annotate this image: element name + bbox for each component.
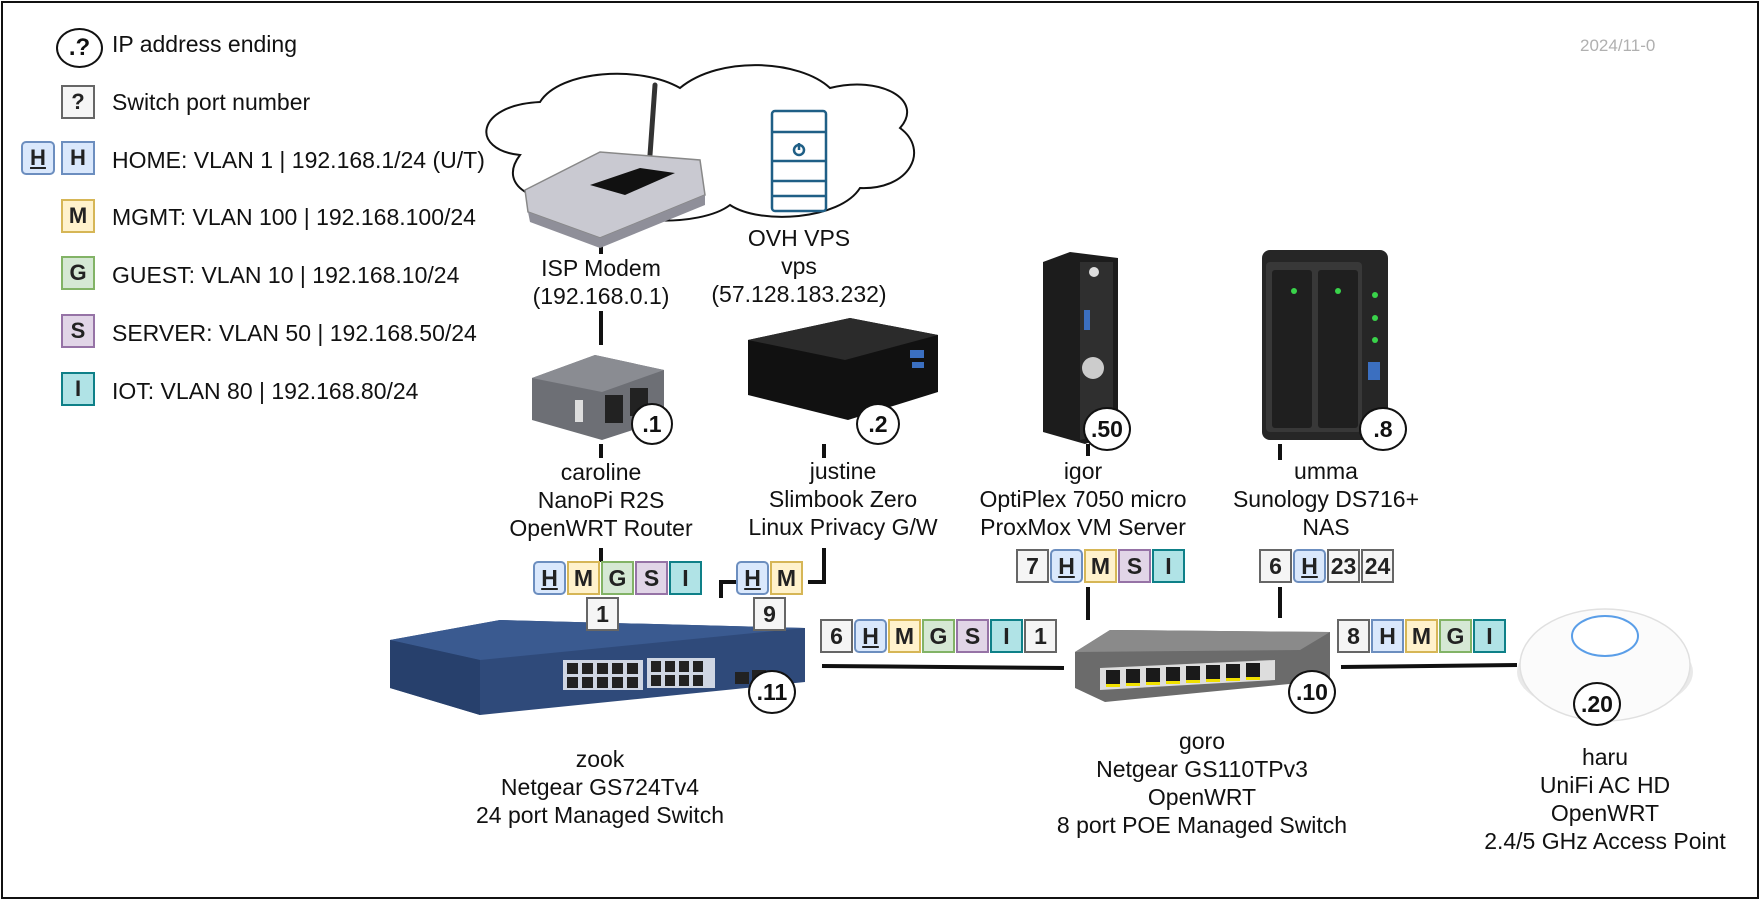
caroline-ip-badge: .1 <box>631 403 673 445</box>
zook-label: zook Netgear GS724Tv4 24 port Managed Sw… <box>475 746 725 828</box>
umma-port-23: 23 <box>1327 549 1360 583</box>
caroline-vlan-guest: G <box>601 561 634 595</box>
legend-home-tagged-symbol: H <box>21 141 55 175</box>
haru-device <box>1517 608 1693 722</box>
legend-port-text: Switch port number <box>112 89 311 115</box>
link-zook-goro <box>821 664 1065 670</box>
legend-iot-symbol: I <box>61 372 95 406</box>
legend-home-text: HOME: VLAN 1 | 192.168.1/24 (U/T) <box>112 147 485 173</box>
legend-guest-symbol: G <box>61 256 95 290</box>
legend-ip-symbol: .? <box>56 28 103 68</box>
umma-port-24: 24 <box>1361 549 1394 583</box>
zook-port-justine: 9 <box>753 597 786 631</box>
justine-label: justine Slimbook Zero Linux Privacy G/W <box>748 458 938 540</box>
umma-device <box>1262 250 1388 440</box>
goro-port-haru: 8 <box>1337 619 1370 653</box>
isp-modem-label: ISP Modem (192.168.0.1) <box>532 255 670 309</box>
legend-guest-text: GUEST: VLAN 10 | 192.168.10/24 <box>112 262 460 288</box>
zook-goro-vlan-guest: G <box>922 619 955 653</box>
diagram-date: 2024/11-0 <box>1580 36 1656 55</box>
haru-vlan-iot: I <box>1473 619 1506 653</box>
umma-ip-badge: .8 <box>1359 407 1407 451</box>
isp-modem-device <box>524 82 706 248</box>
goro-port-igor: 7 <box>1016 549 1049 583</box>
caroline-label: caroline NanoPi R2S OpenWRT Router <box>509 459 693 541</box>
caroline-vlan-mgmt: M <box>567 561 600 595</box>
igor-vlan-iot: I <box>1152 549 1185 583</box>
haru-vlan-home: H <box>1371 619 1404 653</box>
zook-goro-vlan-home-tagged: H <box>854 619 887 653</box>
igor-vlan-server: S <box>1118 549 1151 583</box>
goro-port-umma: 6 <box>1259 549 1292 583</box>
umma-label: umma Sunology DS716+ NAS <box>1232 458 1420 540</box>
igor-label: igor OptiPlex 7050 micro ProxMox VM Serv… <box>979 458 1187 540</box>
justine-ip-badge: .2 <box>856 403 900 445</box>
zook-port-caroline: 1 <box>586 597 619 631</box>
justine-vlan-home-tagged: H <box>736 561 769 595</box>
haru-vlan-mgmt: M <box>1405 619 1438 653</box>
zook-ip-badge: .11 <box>748 670 796 714</box>
link-justine-zook-left <box>719 580 737 598</box>
link-goro-haru <box>1340 663 1518 669</box>
link-justine-zook <box>808 548 826 584</box>
goro-ip-badge: .10 <box>1288 670 1336 714</box>
zook-goro-vlan-iot: I <box>990 619 1023 653</box>
zook-goro-port-right: 1 <box>1024 619 1057 653</box>
legend-port-symbol: ? <box>61 85 95 119</box>
justine-device <box>748 318 938 420</box>
caroline-vlan-home-tagged: H <box>533 561 566 595</box>
legend-mgmt-symbol: M <box>61 199 95 233</box>
legend-iot-text: IOT: VLAN 80 | 192.168.80/24 <box>112 378 419 404</box>
goro-device <box>1075 630 1330 702</box>
igor-vlan-home-tagged: H <box>1050 549 1083 583</box>
zook-goro-port-left: 6 <box>820 619 853 653</box>
igor-vlan-mgmt: M <box>1084 549 1117 583</box>
haru-vlan-guest: G <box>1439 619 1472 653</box>
justine-vlan-mgmt: M <box>770 561 803 595</box>
legend-server-text: SERVER: VLAN 50 | 192.168.50/24 <box>112 320 477 346</box>
goro-label: goro Netgear GS110TPv3 OpenWRT 8 port PO… <box>1056 728 1348 838</box>
legend-mgmt-text: MGMT: VLAN 100 | 192.168.100/24 <box>112 204 476 230</box>
ovh-vps-label: OVH VPS vps (57.128.183.232) <box>711 225 887 307</box>
zook-goro-vlan-server: S <box>956 619 989 653</box>
haru-ip-badge: .20 <box>1573 682 1621 726</box>
zook-goro-vlan-mgmt: M <box>888 619 921 653</box>
igor-device <box>1043 252 1118 444</box>
igor-ip-badge: .50 <box>1083 407 1131 451</box>
legend-ip-text: IP address ending <box>112 31 297 57</box>
umma-vlan-home-tagged: H <box>1293 549 1326 583</box>
haru-label: haru UniFi AC HD OpenWRT 2.4/5 GHz Acces… <box>1484 744 1726 854</box>
legend-home-symbol: H <box>61 141 95 175</box>
legend-server-symbol: S <box>61 314 95 348</box>
caroline-vlan-iot: I <box>669 561 702 595</box>
zook-device <box>390 620 805 715</box>
caroline-vlan-server: S <box>635 561 668 595</box>
vps-device <box>770 109 828 213</box>
